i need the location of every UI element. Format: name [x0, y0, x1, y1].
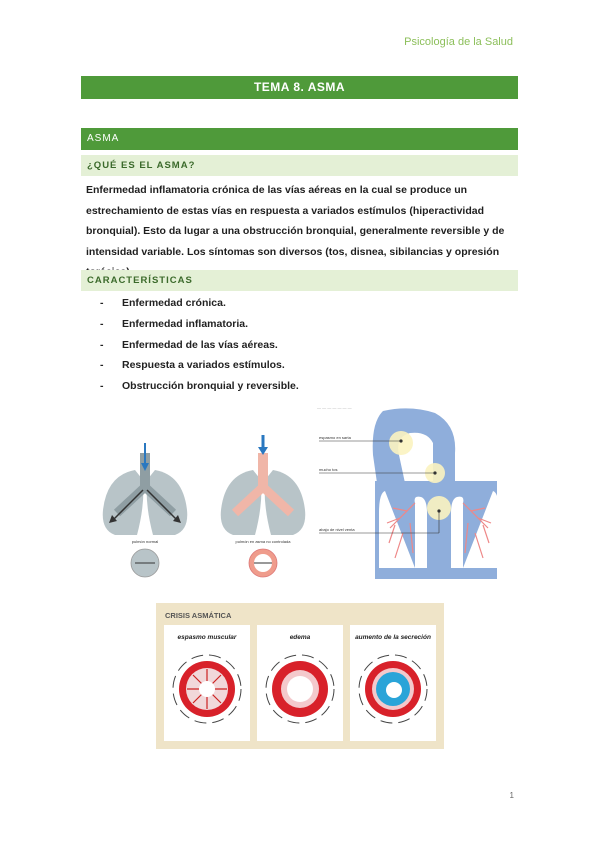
definition-paragraph: Enfermedad inflamatoria crónica de las v…	[86, 184, 505, 278]
svg-text:pulmón en asma no controlada: pulmón en asma no controlada	[236, 539, 292, 544]
list-item: -Enfermedad de las vías aéreas.	[100, 338, 278, 351]
crisis-panel-edema: edema	[257, 625, 343, 741]
asthma-lung-figure: pulmón en asma no controlada	[220, 435, 306, 578]
list-item: -Enfermedad crónica.	[100, 297, 226, 309]
running-header: Psicología de la Salud	[404, 36, 513, 48]
normal-lung-figure: pulmón normal	[102, 443, 188, 578]
svg-text:aumento de la secreción: aumento de la secreción	[355, 634, 431, 641]
characteristics-list: -Enfermedad crónica. -Enfermedad inflama…	[100, 293, 299, 397]
svg-text:CRISIS ASMÁTICA: CRISIS ASMÁTICA	[165, 611, 232, 620]
asthma-crisis-figure: CRISIS ASMÁTICA espasmo muscular edema a…	[156, 603, 444, 749]
crisis-panel-spasm: espasmo muscular	[164, 625, 250, 741]
characteristics-heading: CARACTERÍSTICAS	[81, 270, 518, 291]
svg-text:pulmón normal: pulmón normal	[132, 539, 159, 544]
section-heading: ASMA	[81, 128, 518, 150]
svg-text:espasmo en sarta: espasmo en sarta	[319, 435, 352, 440]
svg-text:edema: edema	[290, 634, 311, 641]
question-heading: ¿QUÉ ES EL ASMA?	[81, 155, 518, 176]
document-title: TEMA 8. ASMA	[81, 76, 518, 99]
svg-text:abajo de nivel venta: abajo de nivel venta	[319, 527, 355, 532]
lungs-illustration: pulmón normal pulmón en asma no controla…	[102, 435, 306, 578]
list-item: -Enfermedad inflamatoria.	[100, 317, 249, 330]
list-item: -Respuesta a variados estímulos.	[100, 359, 285, 372]
list-item: -Obstrucción bronquial y reversible.	[100, 380, 299, 393]
crisis-panel-secretion: aumento de la secreción	[350, 625, 436, 741]
svg-text:mucho tos: mucho tos	[319, 467, 337, 472]
page-number: 1	[509, 791, 514, 800]
airway-diagram: — — — — — — — espasmo en sarta mucho tos…	[317, 405, 499, 579]
svg-text:espasmo muscular: espasmo muscular	[178, 634, 237, 641]
svg-text:— — — — — — —: — — — — — — —	[317, 405, 352, 410]
